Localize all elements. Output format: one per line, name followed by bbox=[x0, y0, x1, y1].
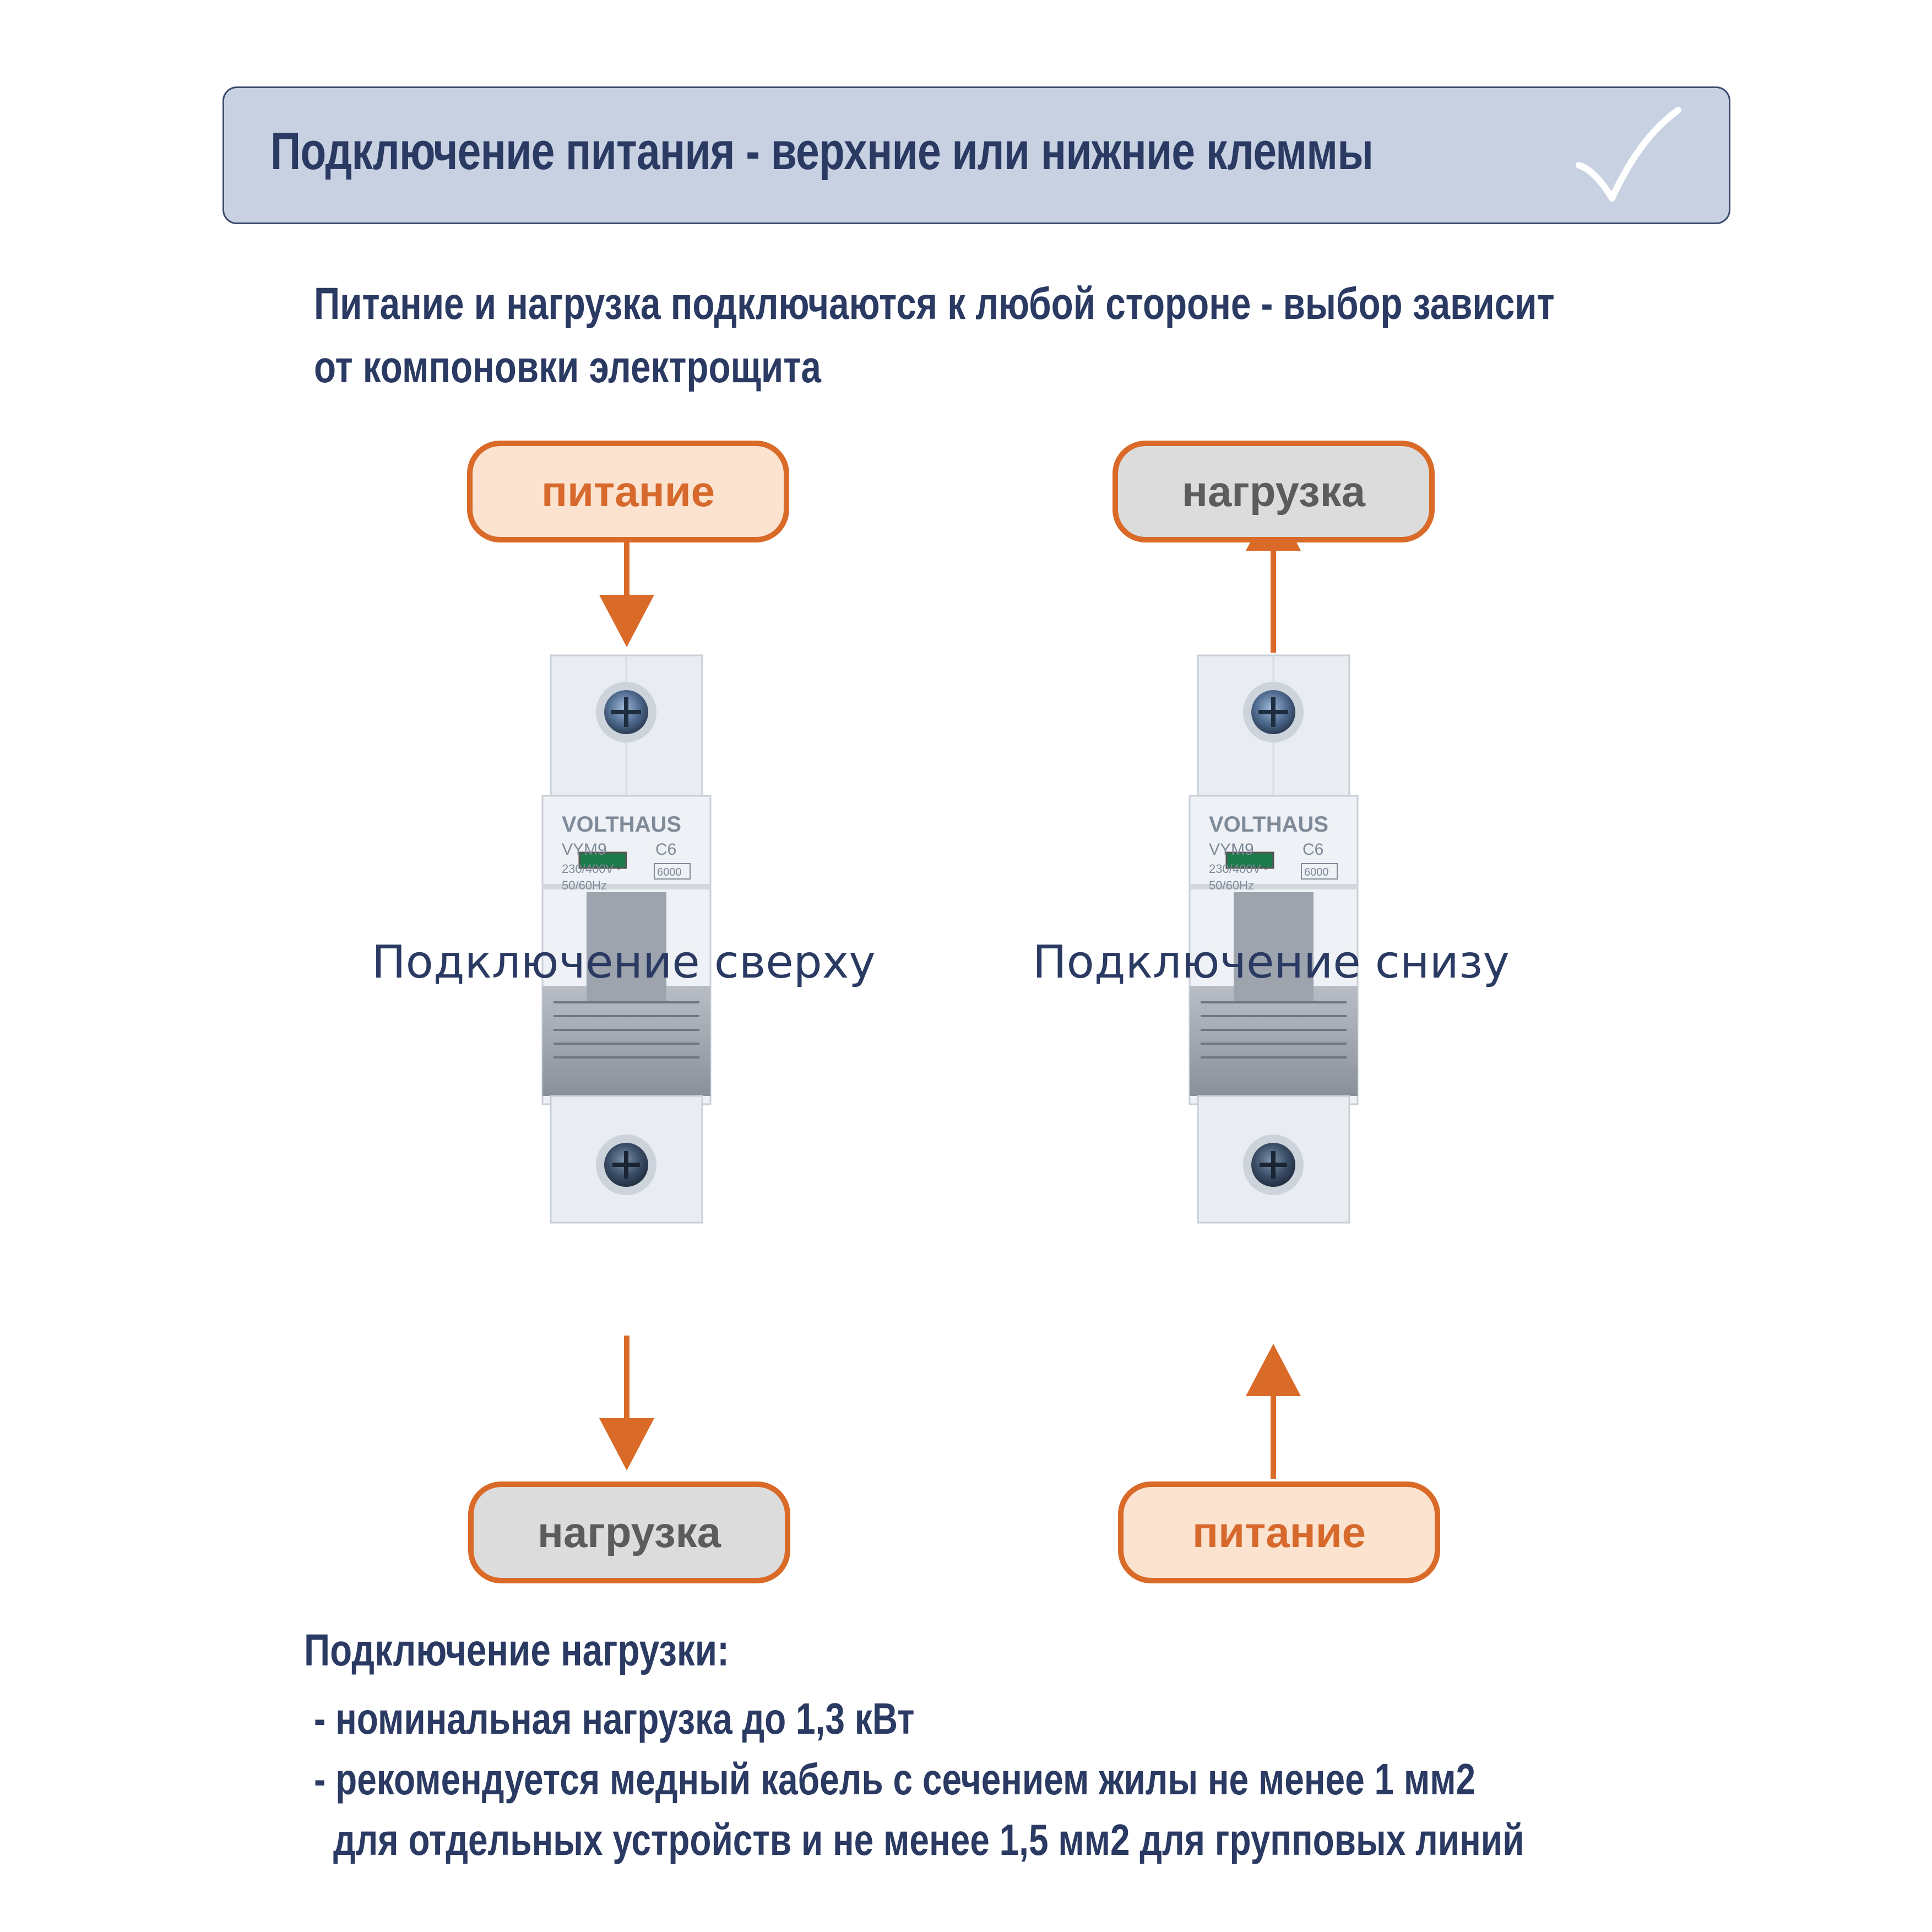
load-pill-top-right: нагрузка bbox=[1112, 441, 1435, 542]
checkmark-icon bbox=[1576, 107, 1681, 202]
page-title: Подключение питания - верхние или нижние… bbox=[270, 122, 1374, 181]
arrow-up-bottom-right-icon bbox=[1246, 1344, 1301, 1479]
svg-text:6000: 6000 bbox=[657, 866, 682, 878]
notes-title: Подключение нагрузки: bbox=[304, 1625, 729, 1675]
circuit-breaker-left: VOLTHAUS VYM9 C6 230/400V~ 50/60Hz 6000 bbox=[541, 654, 712, 1224]
caption-bottom-connection: Подключение снизу bbox=[1033, 936, 1510, 989]
svg-text:230/400V~: 230/400V~ bbox=[1209, 862, 1268, 876]
header-banner: Подключение питания - верхние или нижние… bbox=[222, 86, 1730, 224]
svg-text:50/60Hz: 50/60Hz bbox=[1209, 878, 1254, 892]
note-cable-line-2: для отдельных устройств и не менее 1,5 м… bbox=[333, 1815, 1524, 1864]
supply-pill-bottom-right: питание bbox=[1118, 1481, 1440, 1583]
svg-text:6000: 6000 bbox=[1304, 866, 1329, 878]
supply-pill-top-left: питание bbox=[467, 441, 789, 542]
svg-text:C6: C6 bbox=[655, 840, 676, 859]
svg-text:230/400V~: 230/400V~ bbox=[562, 862, 621, 876]
arrow-down-top-left-icon bbox=[599, 542, 654, 647]
svg-text:50/60Hz: 50/60Hz bbox=[562, 878, 607, 892]
arrow-down-bottom-left-icon bbox=[599, 1336, 654, 1470]
note-cable-line-1: - рекомендуется медный кабель с сечением… bbox=[314, 1755, 1476, 1804]
note-rated-load: - номинальная нагрузка до 1,3 кВт bbox=[314, 1694, 915, 1743]
condition-line-2: от компоновки электрощита bbox=[314, 342, 821, 392]
svg-text:C6: C6 bbox=[1303, 840, 1323, 859]
load-pill-bottom-left: нагрузка bbox=[468, 1481, 790, 1583]
svg-text:VYM9: VYM9 bbox=[1209, 840, 1254, 859]
svg-text:VYM9: VYM9 bbox=[562, 840, 607, 859]
caption-top-connection: Подключение сверху bbox=[372, 936, 876, 989]
breaker-brand-right: VOLTHAUS bbox=[1209, 812, 1328, 837]
breaker-brand-left: VOLTHAUS bbox=[562, 812, 681, 837]
circuit-breaker-right: VOLTHAUS VYM9 C6 230/400V~ 50/60Hz 6000 bbox=[1188, 654, 1359, 1224]
condition-line-1: Питание и нагрузка подключаются к любой … bbox=[314, 279, 1555, 329]
